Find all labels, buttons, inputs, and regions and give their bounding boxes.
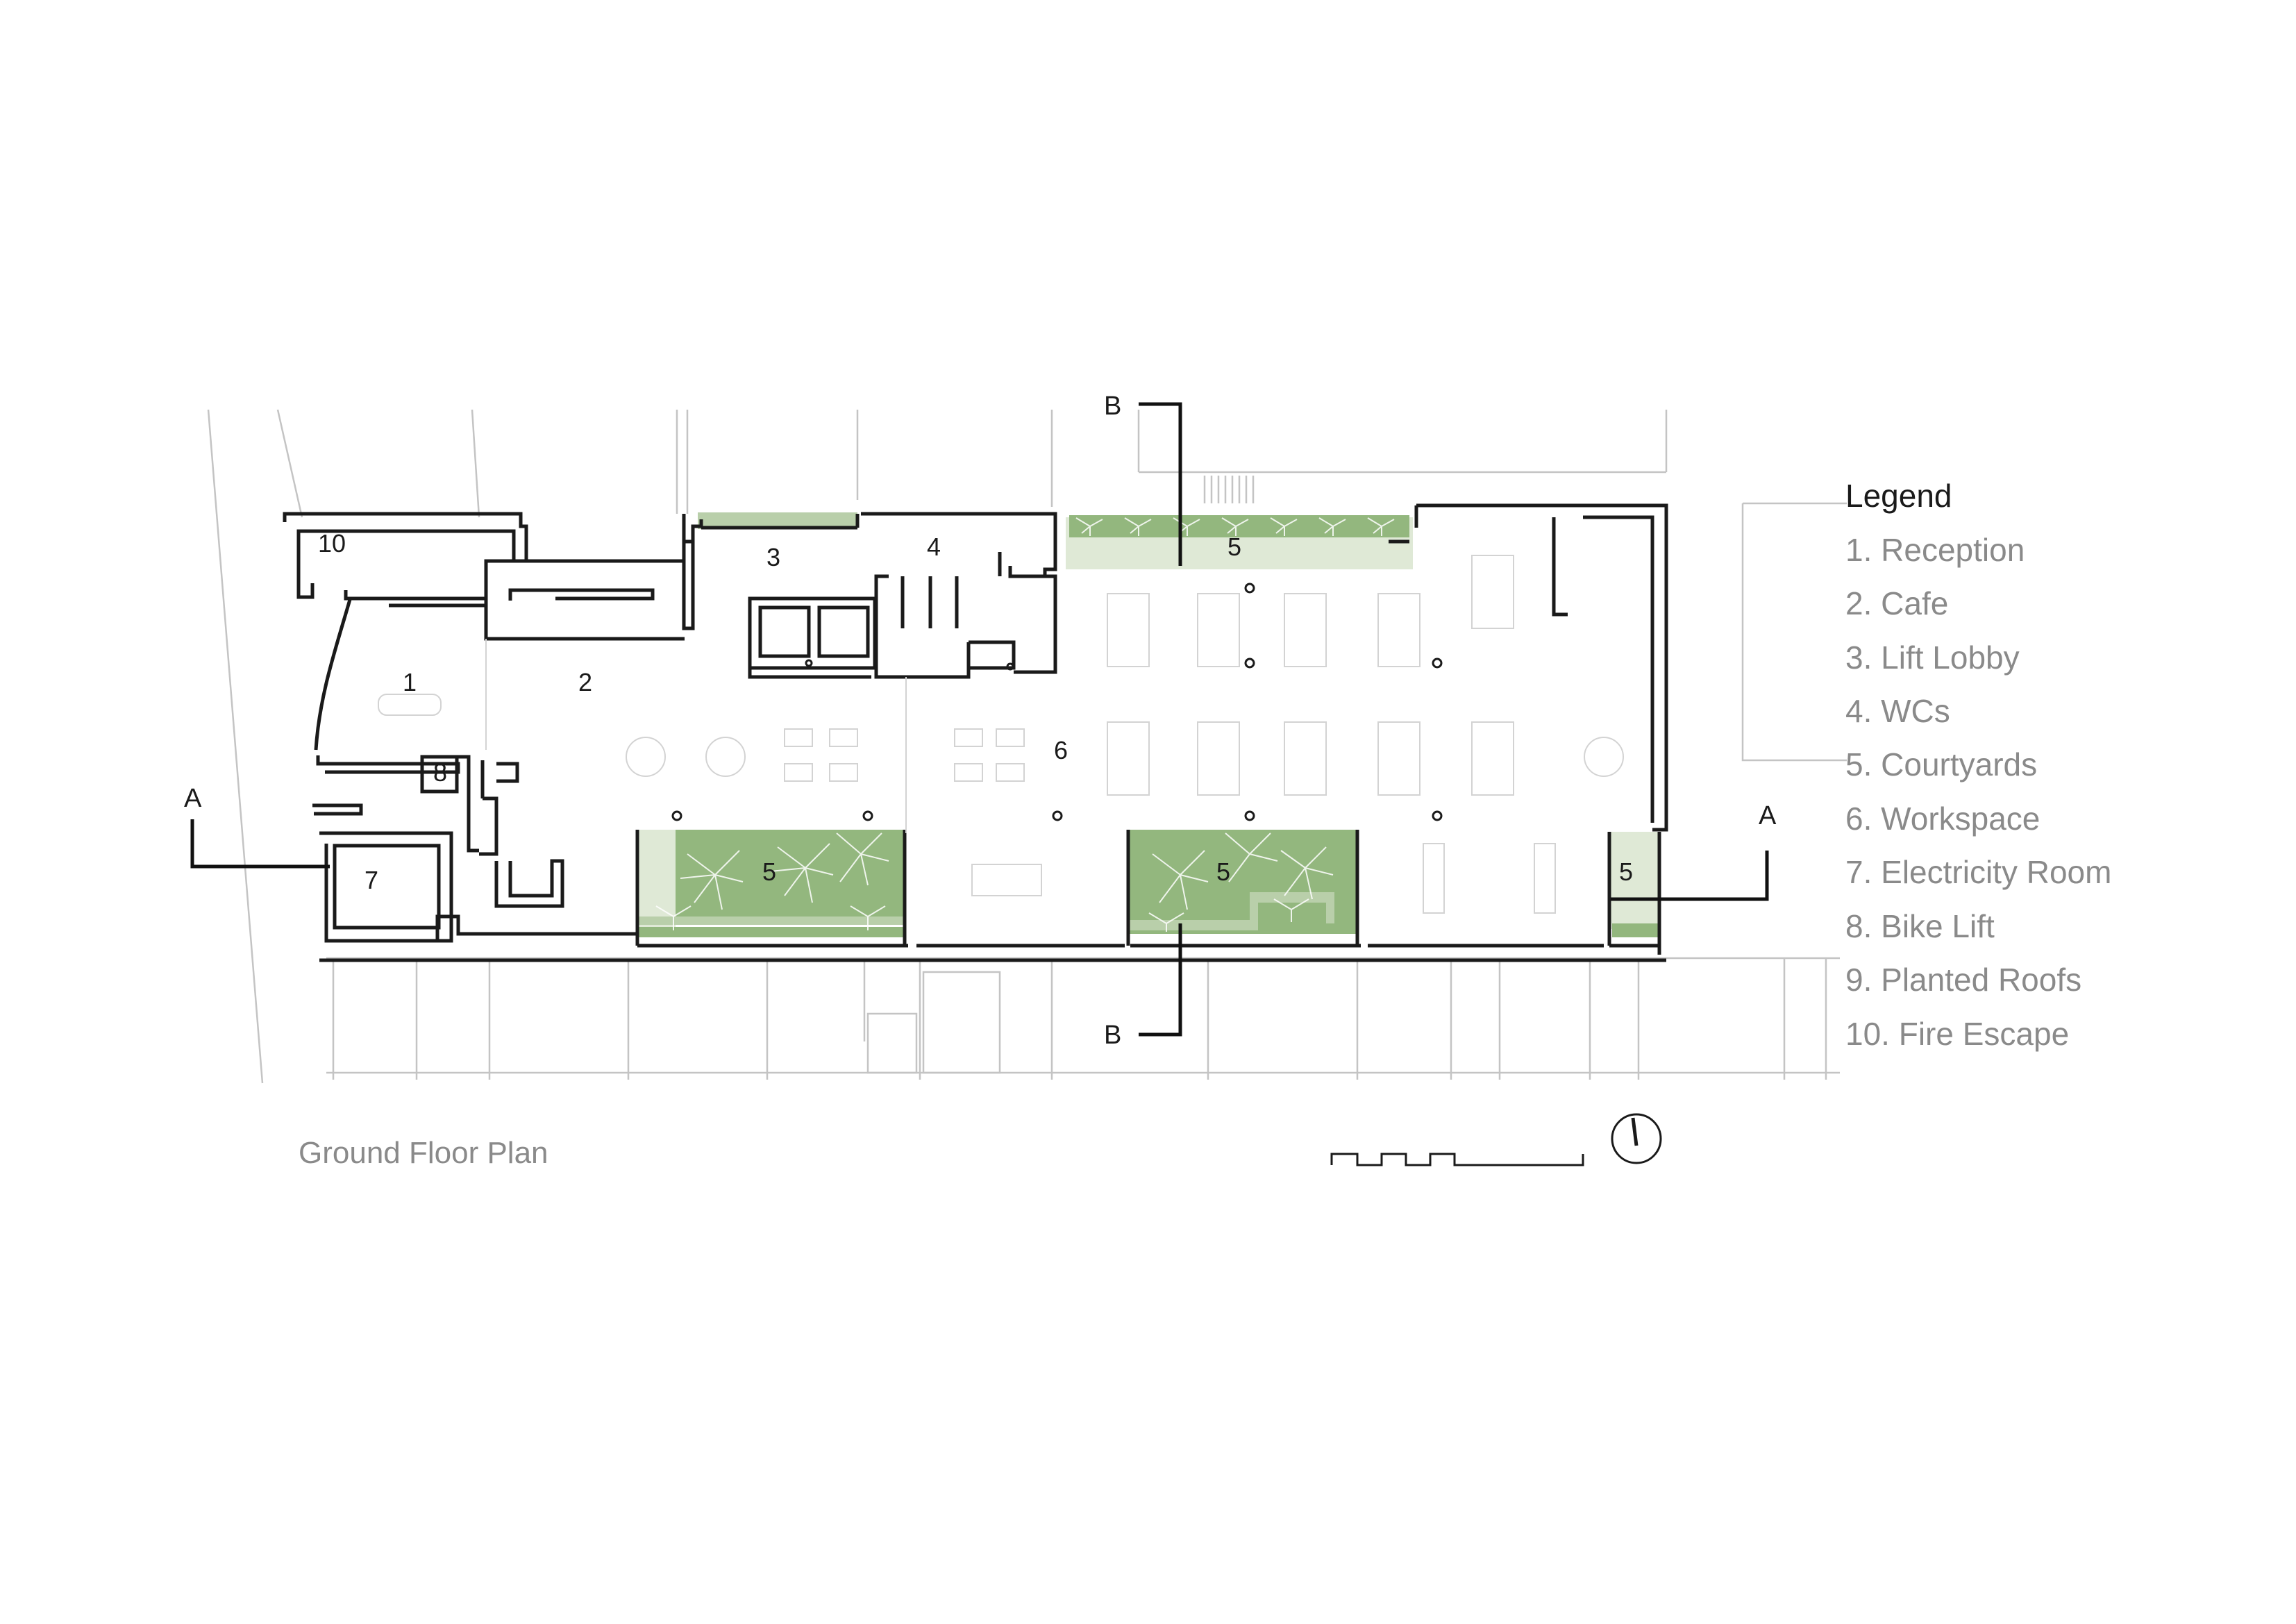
- section-marker-a-right: A: [1759, 801, 1777, 830]
- section-marker-b-top: B: [1104, 392, 1121, 421]
- room-label-courtyard-right: 5: [1619, 857, 1633, 886]
- room-label-bike-lift: 8: [433, 758, 447, 787]
- room-label-fire-escape: 10: [318, 529, 346, 558]
- room-label-workspace: 6: [1054, 736, 1068, 764]
- room-label-courtyard-left: 5: [762, 857, 776, 886]
- legend-item-reception: 1. Reception: [1845, 532, 2025, 568]
- workspace-furniture: [378, 555, 1624, 914]
- room-label-reception: 1: [403, 668, 417, 696]
- legend-title: Legend: [1845, 478, 1952, 514]
- legend-item-wcs: 4. WCs: [1845, 693, 1950, 729]
- room-label-courtyard-middle: 5: [1216, 857, 1230, 886]
- legend-item-courtyards: 5. Courtyards: [1845, 746, 2037, 782]
- section-line-a: [190, 819, 1769, 901]
- legend-item-planted-roofs: 9. Planted Roofs: [1845, 962, 2081, 998]
- legend: Legend 1. Reception 2. Cafe 3. Lift Lobb…: [1741, 478, 2111, 1052]
- stair-treads-top: [1203, 476, 1255, 503]
- legend-item-workspace: 6. Workspace: [1845, 801, 2040, 837]
- legend-item-lift-lobby: 3. Lift Lobby: [1845, 639, 2020, 676]
- plan-title: Ground Floor Plan: [299, 1136, 548, 1170]
- street-bays: [332, 958, 1827, 1080]
- room-label-lift-lobby: 3: [766, 543, 780, 571]
- room-label-cafe: 2: [578, 668, 592, 696]
- section-line-b: [1139, 402, 1182, 1037]
- section-marker-a-left: A: [184, 784, 202, 813]
- legend-item-electricity-room: 7. Electricity Room: [1845, 854, 2111, 890]
- legend-item-cafe: 2. Cafe: [1845, 585, 1948, 621]
- building-walls: [283, 503, 1668, 962]
- section-marker-b-bottom: B: [1104, 1021, 1121, 1050]
- legend-item-fire-escape: 10. Fire Escape: [1845, 1016, 2069, 1052]
- courtyard-right: [1609, 832, 1659, 937]
- columns: [671, 583, 1443, 821]
- courtyard-left: [637, 830, 905, 937]
- scale-bar-icon: [1330, 1153, 1584, 1166]
- courtyard-middle: [1128, 830, 1357, 934]
- legend-item-bike-lift: 8. Bike Lift: [1845, 908, 1995, 944]
- room-label-courtyard-top: 5: [1227, 533, 1241, 561]
- room-label-wcs: 4: [927, 533, 941, 561]
- north-arrow-icon: [1611, 1113, 1662, 1164]
- room-label-electricity-room: 7: [364, 866, 378, 894]
- courtyard-top: [698, 512, 1413, 569]
- context-lines: [207, 409, 1840, 1084]
